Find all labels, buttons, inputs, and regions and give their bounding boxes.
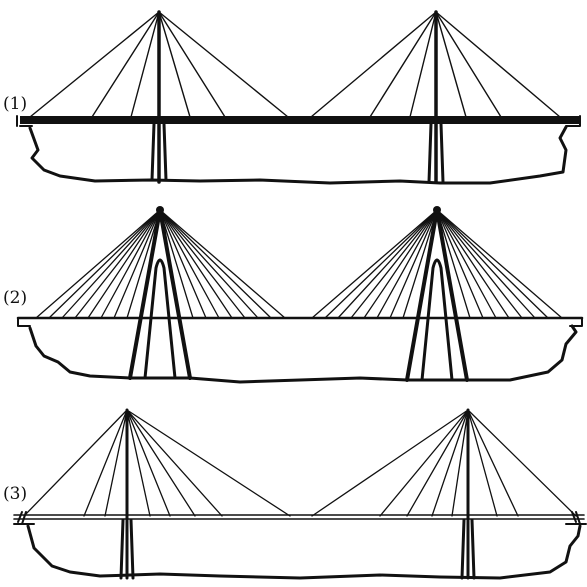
pier-1-right <box>427 122 445 184</box>
pylon-2-right <box>405 208 469 382</box>
pier-3-left <box>119 518 135 580</box>
pier-3-right <box>460 518 476 580</box>
pylon-2-left <box>128 208 192 380</box>
ground-profile-2 <box>28 324 578 384</box>
stay-cables-2-right <box>311 209 563 319</box>
pier-1-left <box>150 122 168 182</box>
bridge-panel-3 <box>13 408 587 580</box>
panel-label-1: (1) <box>3 94 27 114</box>
stay-cables-1 <box>29 11 561 118</box>
stay-cables-2-left <box>35 209 286 319</box>
bridge-panel-2 <box>16 206 584 384</box>
bridge-panel-1 <box>16 10 581 185</box>
panel-label-3: (3) <box>3 484 27 504</box>
ground-profile-1 <box>28 125 568 185</box>
stay-cables-3 <box>23 409 577 517</box>
ground-profile-3 <box>26 524 582 580</box>
deck-1 <box>20 116 580 124</box>
panel-label-2: (2) <box>3 288 27 308</box>
